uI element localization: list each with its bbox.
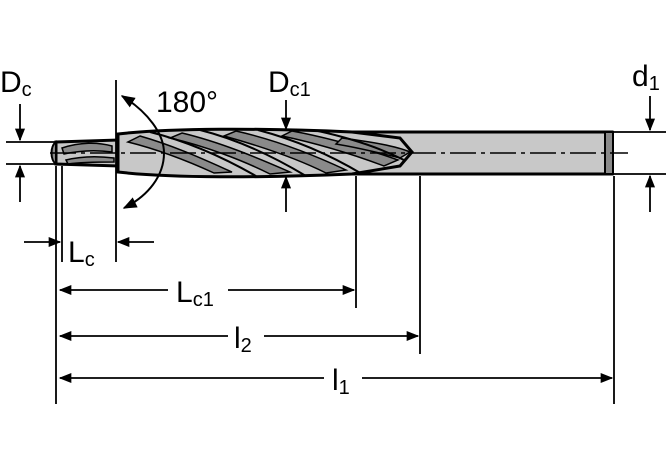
- angle-label: 180°: [156, 86, 218, 119]
- dc-dimension: [6, 104, 56, 202]
- d1-label: d1: [632, 60, 660, 95]
- drill-body: [50, 127, 628, 179]
- step-flutes: [125, 130, 412, 175]
- lc-label: Lc: [68, 236, 95, 271]
- dc1-label: Dc1: [268, 66, 311, 101]
- point-angle-indicator: [115, 80, 166, 262]
- length-dimensions: [58, 284, 614, 384]
- l2-label: l2: [234, 322, 252, 357]
- lc1-label: Lc1: [176, 276, 214, 311]
- l1-label: l1: [332, 364, 350, 399]
- extension-lines: [55, 166, 615, 404]
- d1-dimension: [612, 96, 666, 212]
- pilot-flutes: [61, 142, 115, 165]
- flute-edges: [149, 129, 405, 177]
- dc-label: Dc: [0, 66, 32, 101]
